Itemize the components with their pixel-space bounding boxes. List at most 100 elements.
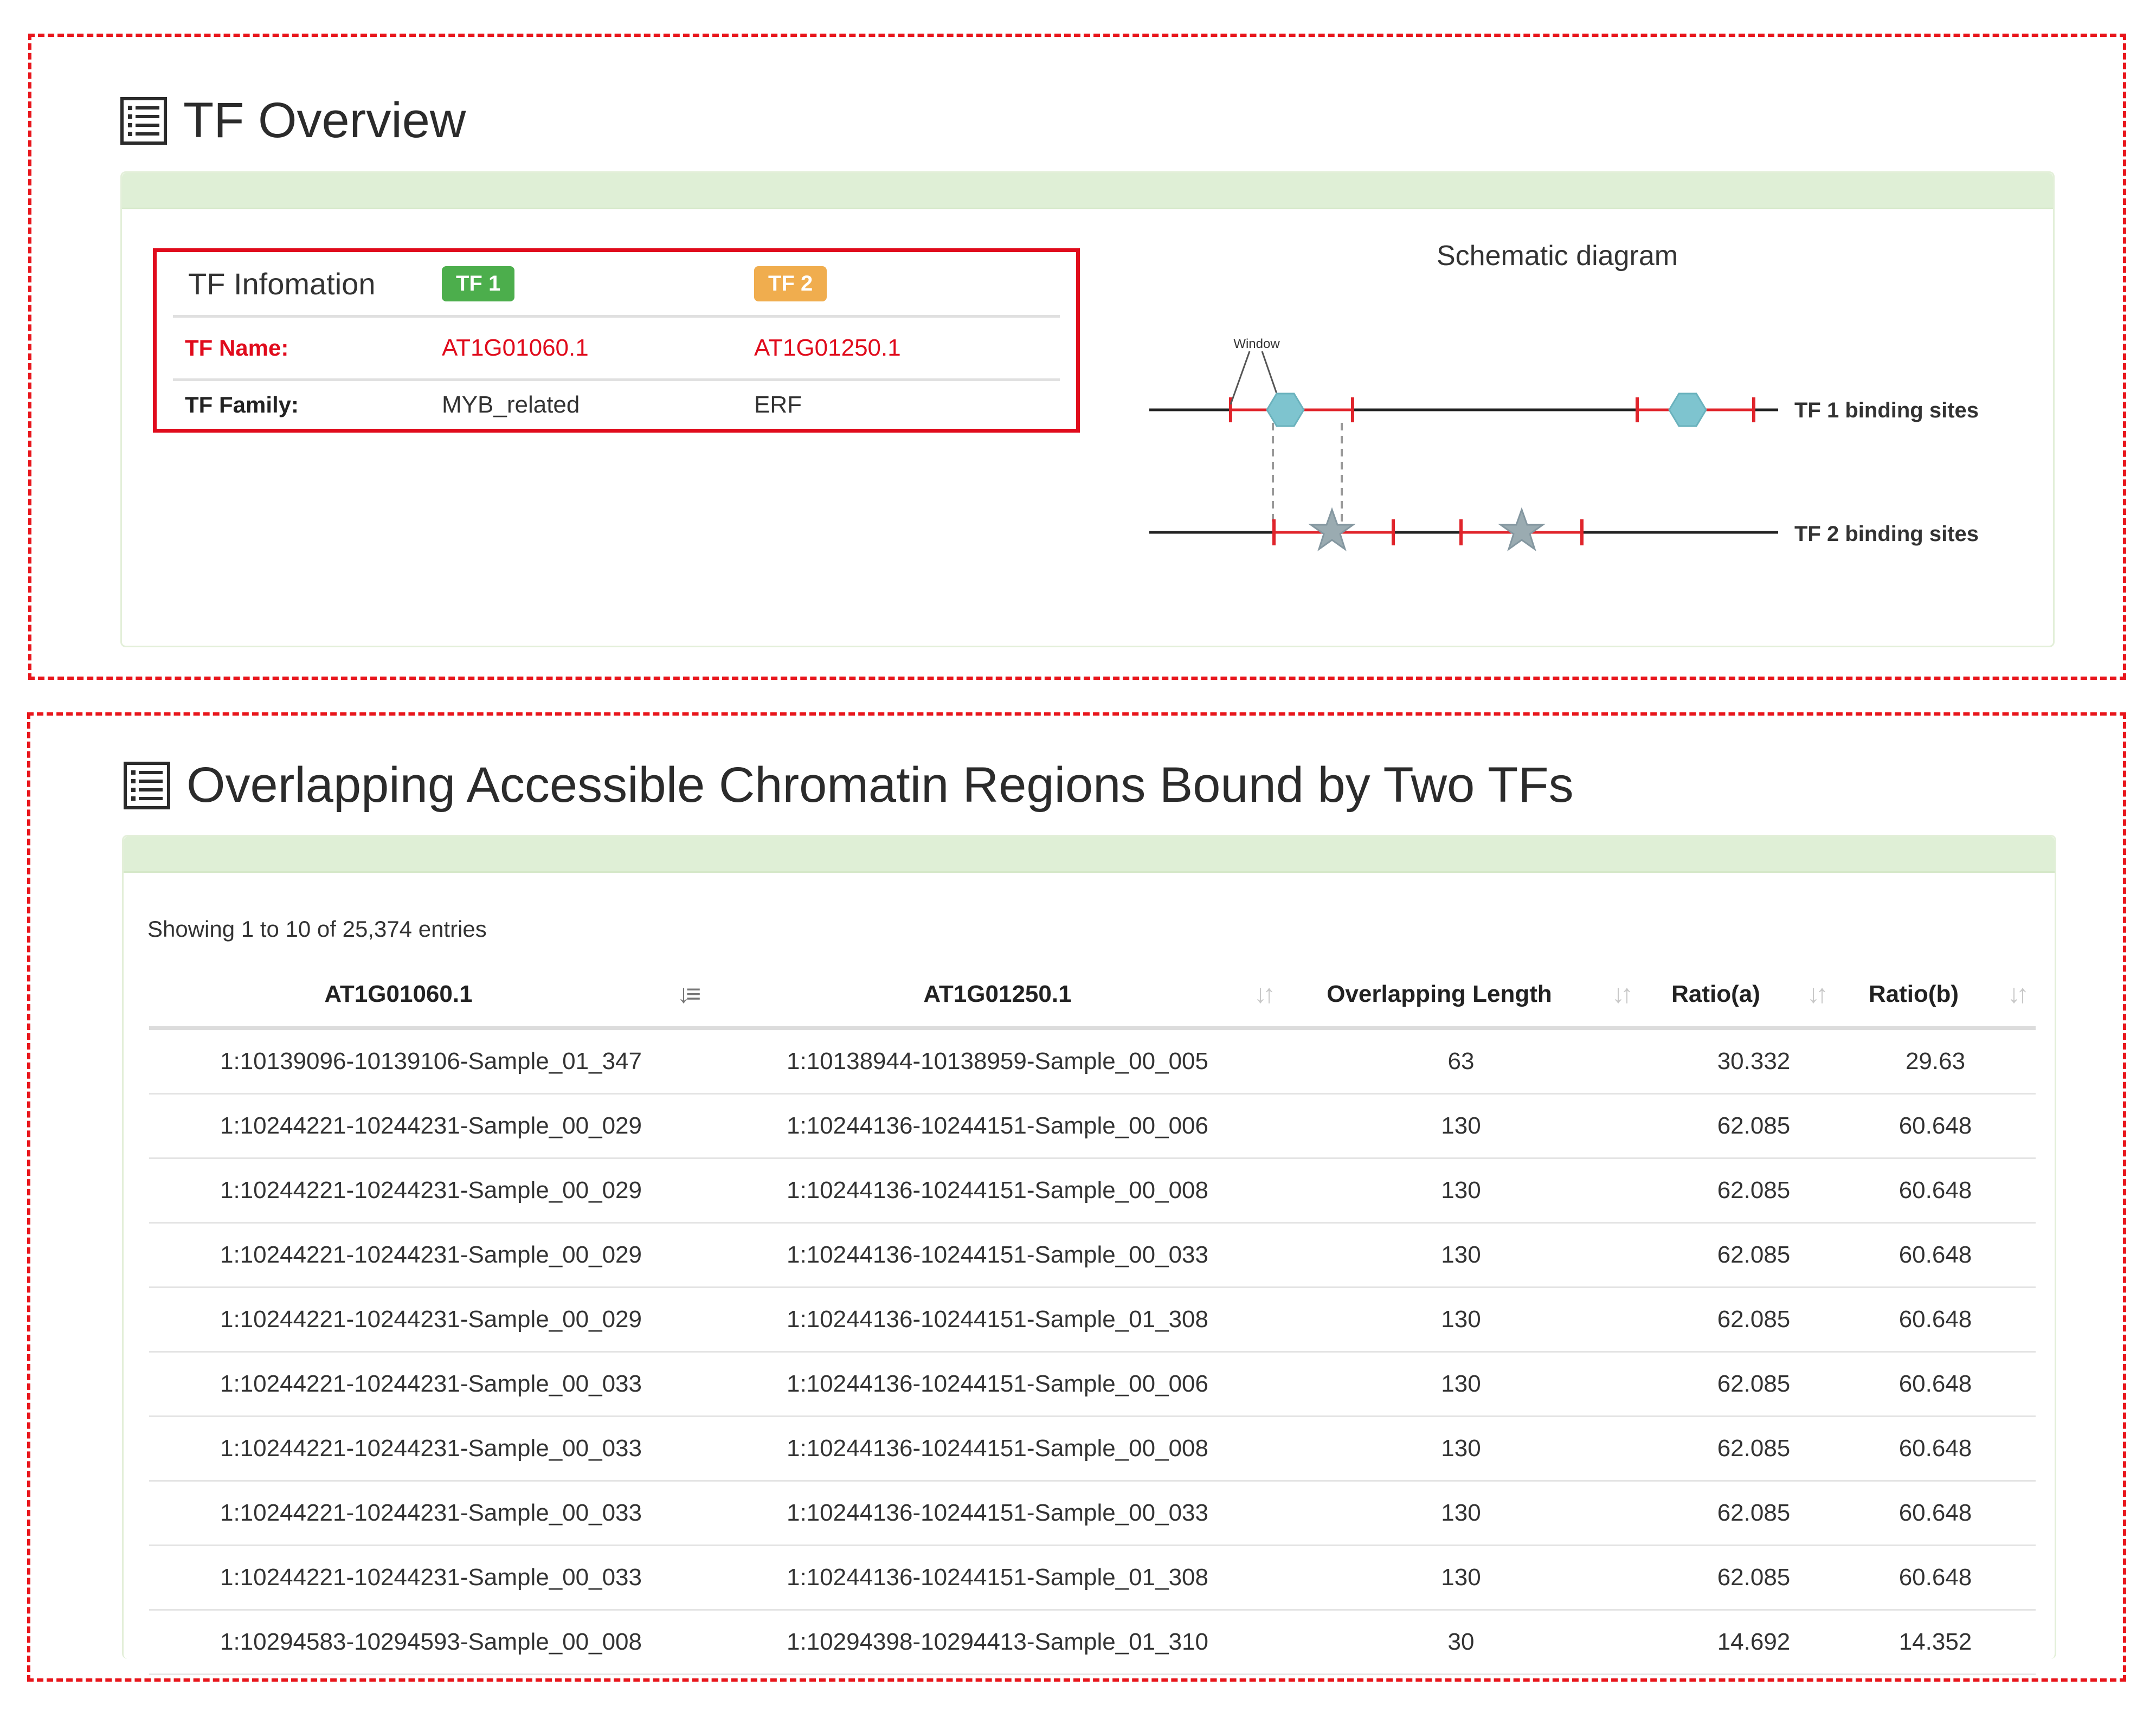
cell-tf2-region: 1:10244136-10244151-Sample_00_008	[713, 1416, 1282, 1482]
cell-tf1-region: 1:10244221-10244231-Sample_00_029	[149, 1093, 713, 1159]
tf2-name: AT1G01250.1	[754, 334, 901, 361]
cell-tf1-region: 1:10294583-10294593-Sample_00_008	[149, 1610, 713, 1675]
column-header-label: Overlapping Length	[1327, 981, 1552, 1007]
list-icon	[120, 96, 167, 145]
cell-ratio-b: 60.648	[1835, 1351, 2036, 1417]
column-header-label: Ratio(a)	[1671, 981, 1760, 1007]
cell-ratio-a: 14.692	[1640, 1610, 1835, 1675]
cell-overlapping-length: 130	[1282, 1545, 1640, 1611]
tf1-binding-hexagon	[1668, 392, 1707, 427]
window-label: Window	[1233, 337, 1280, 351]
cell-tf1-region: 1:10139096-10139106-Sample_01_347	[149, 1028, 713, 1095]
sort-icon[interactable]: ↓↑	[2007, 980, 2029, 1009]
tf-family-label: TF Family:	[185, 392, 299, 417]
cell-tf1-region: 1:10244221-10244231-Sample_00_029	[149, 1158, 713, 1224]
tf-info-header: TF Infomation	[188, 266, 376, 301]
tf1-sites-label: TF 1 binding sites	[1794, 398, 1979, 422]
sort-icon[interactable]: ↓↑	[1254, 980, 1276, 1009]
cell-overlapping-length: 130	[1282, 1222, 1640, 1288]
section-title: Overlapping Accessible Chromatin Regions…	[186, 757, 1574, 813]
column-header-tf1[interactable]: AT1G01060.1 ↓≡	[149, 962, 713, 1030]
cell-tf2-region: 1:10244136-10244151-Sample_01_308	[713, 1545, 1282, 1611]
cell-overlapping-length: 130	[1282, 1093, 1640, 1159]
cell-ratio-b: 60.648	[1835, 1416, 2036, 1482]
column-header-overlapping-length[interactable]: Overlapping Length ↓↑	[1282, 962, 1640, 1030]
cell-ratio-b: 60.648	[1835, 1545, 2036, 1611]
cell-overlapping-length: 130	[1282, 1351, 1640, 1417]
window-callout-line	[1230, 351, 1251, 405]
tf1-window-ticks	[1229, 397, 1755, 422]
panel-header	[124, 836, 2055, 873]
cell-ratio-b: 60.648	[1835, 1481, 2036, 1546]
column-header-label: AT1G01060.1	[324, 981, 473, 1007]
cell-ratio-b: 60.648	[1835, 1287, 2036, 1353]
column-header-label: Ratio(b)	[1868, 981, 1959, 1007]
cell-tf2-region: 1:10244136-10244151-Sample_00_008	[713, 1158, 1282, 1224]
panel-header	[122, 173, 2053, 209]
cell-tf1-region: 1:10244221-10244231-Sample_00_029	[149, 1287, 713, 1353]
cell-ratio-b: 60.648	[1835, 1222, 2036, 1288]
cell-tf1-region: 1:10244221-10244231-Sample_00_033	[149, 1481, 713, 1546]
cell-tf1-region: 1:10244221-10244231-Sample_00_033	[149, 1416, 713, 1482]
sort-amount-down-icon[interactable]: ↓≡	[677, 980, 701, 1009]
tf-overview-heading: TF Overview	[120, 92, 466, 149]
tf1-name: AT1G01060.1	[442, 334, 589, 361]
cell-overlapping-length: 63	[1282, 1028, 1640, 1095]
cell-tf1-region: 1:10244221-10244231-Sample_00_029	[149, 1222, 713, 1288]
sort-icon[interactable]: ↓↑	[1807, 980, 1829, 1009]
tf1-badge: TF 1	[442, 266, 515, 301]
page-title: TF Overview	[183, 93, 466, 148]
tf-name-row: TF Name: AT1G01060.1 AT1G01250.1	[173, 318, 1060, 381]
column-header-ratio-a[interactable]: Ratio(a) ↓↑	[1640, 962, 1835, 1030]
cell-ratio-b: 60.648	[1835, 1158, 2036, 1224]
list-icon	[124, 761, 170, 809]
cell-ratio-b: 60.648	[1835, 1093, 2036, 1159]
tf2-window-ticks	[1272, 519, 1584, 545]
cell-overlapping-length: 130	[1282, 1416, 1640, 1482]
cell-ratio-a: 62.085	[1640, 1416, 1835, 1482]
tf1-family: MYB_related	[442, 391, 580, 418]
schematic-title: Schematic diagram	[1437, 240, 1678, 272]
overlap-table-container: AT1G01060.1 ↓≡ AT1G01250.1 ↓↑ Overlappin…	[149, 962, 2036, 1675]
column-header-tf2[interactable]: AT1G01250.1 ↓↑	[713, 962, 1282, 1030]
tf2-binding-star	[1498, 507, 1546, 551]
cell-tf1-region: 1:10244221-10244231-Sample_00_033	[149, 1351, 713, 1417]
tf2-family: ERF	[754, 391, 802, 418]
entries-info: Showing 1 to 10 of 25,374 entries	[147, 916, 487, 942]
tf-information-table: TF Infomation TF 1 TF 2 TF Name: AT1G010…	[153, 248, 1080, 433]
column-header-ratio-b[interactable]: Ratio(b) ↓↑	[1835, 962, 2036, 1030]
overlap-section	[27, 712, 2126, 1682]
cell-overlapping-length: 30	[1282, 1610, 1640, 1675]
tf-family-row: TF Family: MYB_related ERF	[173, 381, 1060, 429]
overlap-heading: Overlapping Accessible Chromatin Regions…	[124, 757, 1574, 814]
cell-tf2-region: 1:10244136-10244151-Sample_00_033	[713, 1222, 1282, 1288]
cell-tf2-region: 1:10244136-10244151-Sample_00_006	[713, 1351, 1282, 1417]
cell-overlapping-length: 130	[1282, 1481, 1640, 1546]
tf-overview-section	[28, 34, 2126, 680]
cell-overlapping-length: 130	[1282, 1287, 1640, 1353]
cell-ratio-a: 62.085	[1640, 1158, 1835, 1224]
sort-icon[interactable]: ↓↑	[1612, 980, 1633, 1009]
cell-ratio-a: 62.085	[1640, 1351, 1835, 1417]
cell-ratio-a: 62.085	[1640, 1287, 1835, 1353]
cell-ratio-b: 29.63	[1835, 1028, 2036, 1095]
table-header-row: AT1G01060.1 ↓≡ AT1G01250.1 ↓↑ Overlappin…	[149, 962, 2036, 1030]
cell-overlapping-length: 130	[1282, 1158, 1640, 1224]
tf2-binding-star	[1308, 507, 1356, 551]
cell-tf2-region: 1:10138944-10138959-Sample_00_005	[713, 1028, 1282, 1095]
overlap-table: AT1G01060.1 ↓≡ AT1G01250.1 ↓↑ Overlappin…	[149, 962, 2036, 1675]
cell-tf2-region: 1:10244136-10244151-Sample_00_006	[713, 1093, 1282, 1159]
tf2-sites-label: TF 2 binding sites	[1794, 522, 1979, 546]
column-header-label: AT1G01250.1	[923, 981, 1072, 1007]
cell-tf2-region: 1:10244136-10244151-Sample_01_308	[713, 1287, 1282, 1353]
cell-ratio-a: 62.085	[1640, 1545, 1835, 1611]
